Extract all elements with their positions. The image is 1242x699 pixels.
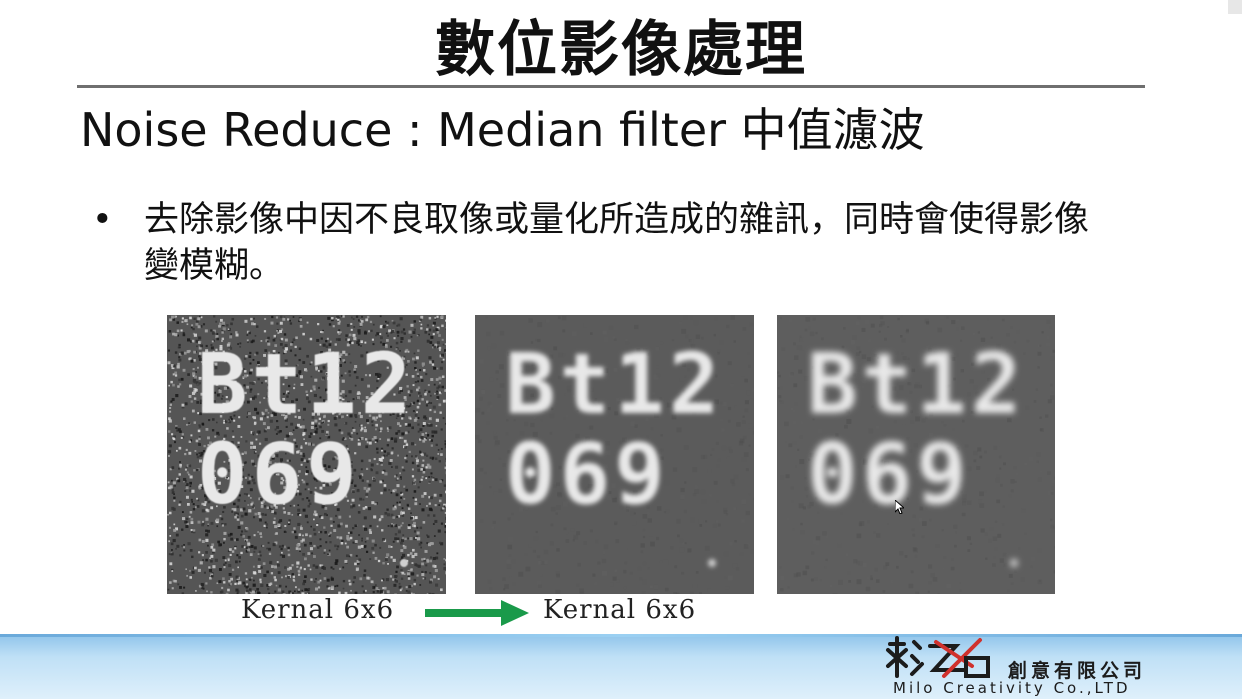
caption-kernel-1: Kernal 6x6 xyxy=(241,595,395,625)
company-name-en: Milo Creativity Co.,LTD xyxy=(893,679,1131,697)
bullet-text: 去除影像中因不良取像或量化所造成的雜訊，同時會使得影像變模糊。 xyxy=(144,200,1090,286)
company-name-cn: 創意有限公司 xyxy=(1008,660,1147,682)
footer-band xyxy=(0,634,1242,699)
panel-text: 069 xyxy=(807,425,971,523)
panel-text: Bt12 xyxy=(197,335,415,433)
bullet-marker: • xyxy=(92,200,113,240)
panel-text: 069 xyxy=(505,425,669,523)
window-corner xyxy=(1228,0,1242,14)
caption-kernel-2: Kernal 6x6 xyxy=(543,595,697,625)
right-arrow-icon xyxy=(425,600,529,626)
slide-title: 數位影像處理 xyxy=(435,15,807,85)
panel-text: Bt12 xyxy=(807,335,1025,433)
panel-text: 069 xyxy=(197,425,361,523)
mouse-cursor-icon xyxy=(895,500,904,514)
slide-subtitle: Noise Reduce : Median filter 中值濾波 xyxy=(80,103,925,157)
company-logo-icon xyxy=(886,636,990,678)
panel-text: Bt12 xyxy=(505,335,723,433)
title-divider xyxy=(77,85,1145,88)
